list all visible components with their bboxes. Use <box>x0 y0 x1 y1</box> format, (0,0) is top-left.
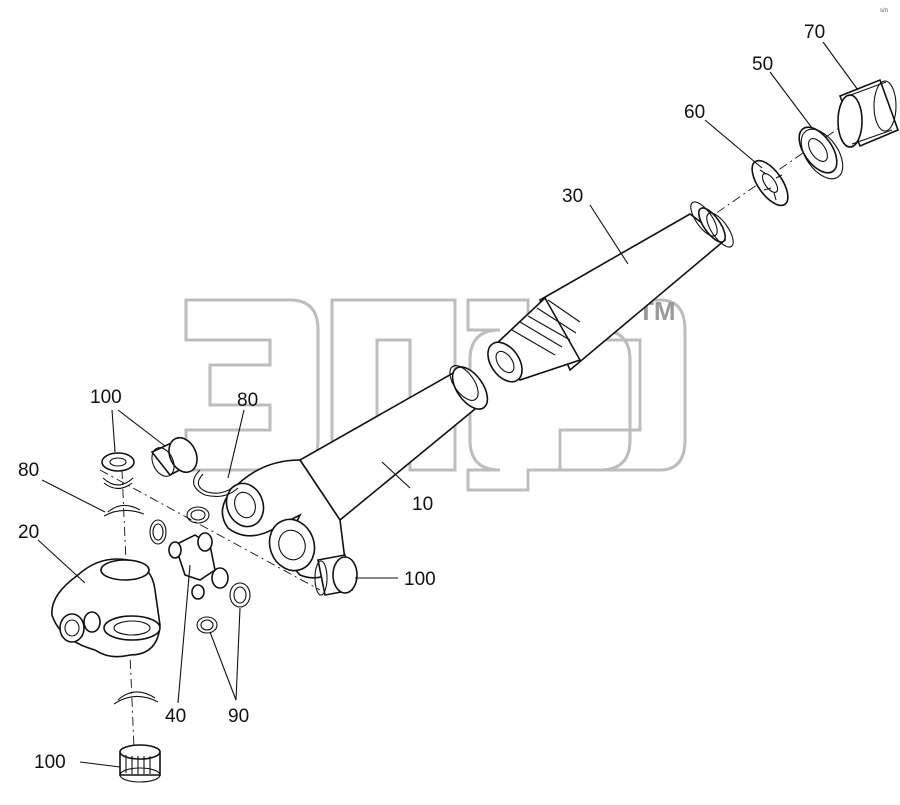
part-20-flange-yoke <box>51 558 161 658</box>
part-80-top-snap-ring <box>193 469 239 497</box>
leader-lines <box>37 41 859 768</box>
callout-50: 50 <box>752 54 773 75</box>
part-60-lock-washer <box>751 159 789 207</box>
part-100-bottom-bearing-cup <box>119 744 161 783</box>
callout-80-top: 80 <box>237 390 258 411</box>
part-90-o-rings <box>149 506 251 634</box>
watermark-logo: TM <box>184 296 687 492</box>
part-100-top-seal <box>101 452 135 490</box>
callout-40: 40 <box>165 706 186 727</box>
callout-10: 10 <box>412 494 433 515</box>
part-40-cross-spider <box>168 532 229 600</box>
part-100-top-bearing-cup <box>150 436 198 477</box>
callout-30: 30 <box>562 186 583 207</box>
part-30-splined-shaft <box>487 201 734 383</box>
callout-20: 20 <box>18 522 39 543</box>
part-100-right-bearing-cup <box>314 554 358 596</box>
callout-90: 90 <box>228 706 249 727</box>
part-50-bearing <box>798 126 844 180</box>
part-80-bottom-snap-ring <box>113 691 159 705</box>
callout-70: 70 <box>804 22 825 43</box>
part-10-tube-yoke <box>221 365 489 579</box>
callout-100-bottom: 100 <box>34 752 66 773</box>
callout-100-top: 100 <box>90 387 122 408</box>
corner-mark: s/n <box>880 8 888 14</box>
callout-60: 60 <box>684 102 705 123</box>
part-70-ring-nut <box>837 78 900 148</box>
callout-80-left: 80 <box>18 460 39 481</box>
axis-line-vertical <box>121 469 136 771</box>
callout-100-right: 100 <box>404 569 436 590</box>
axis-line-cross <box>99 469 321 591</box>
part-80-left-snap-ring <box>103 504 145 517</box>
